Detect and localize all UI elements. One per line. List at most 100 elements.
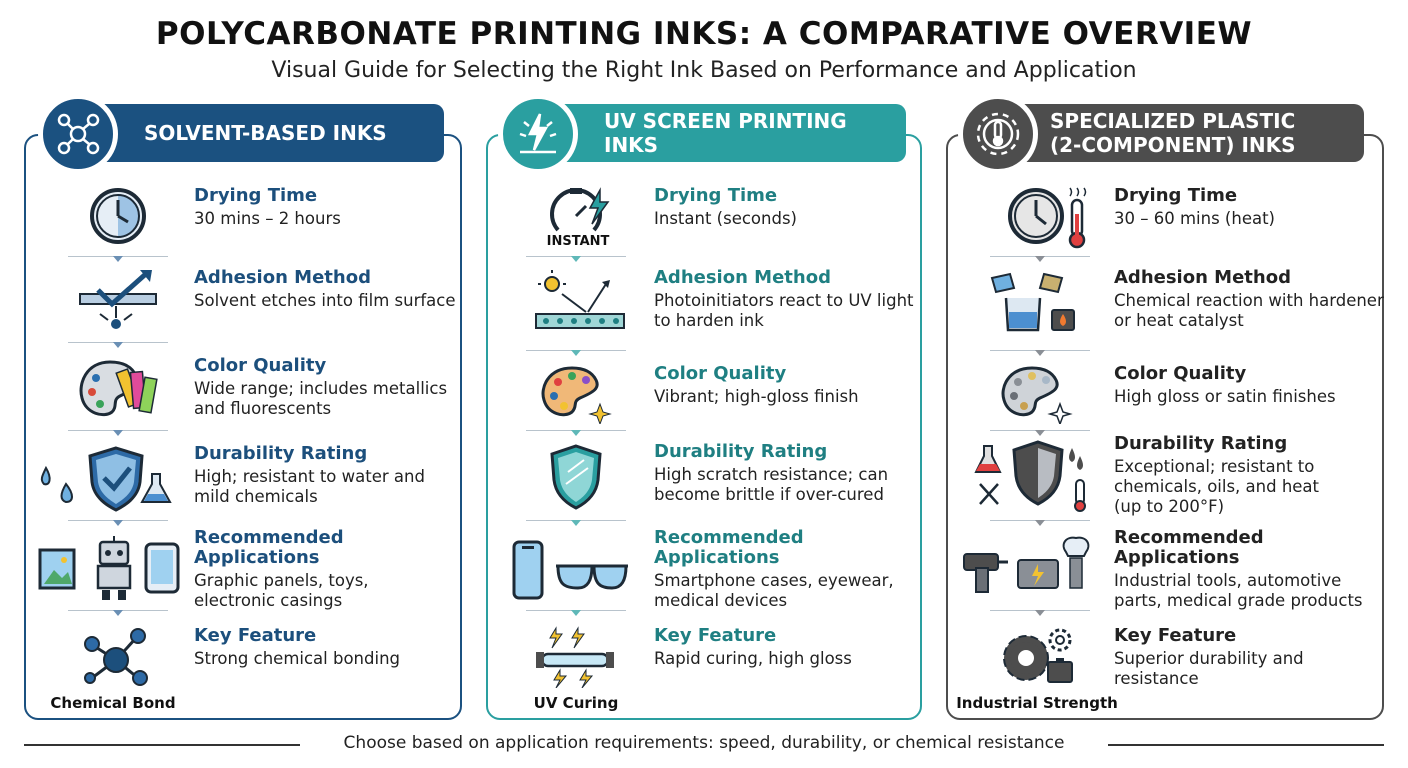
solvent-row-applications: Recommended Applications Graphic panels,… [28,528,458,610]
row-value: Industrial tools, automotive parts, medi… [1114,571,1363,610]
row-value: 30 – 60 mins (heat) [1114,209,1275,228]
row-label: Key Feature [654,625,777,646]
uv-row-durability: Durability Rating High scratch resistanc… [488,442,918,512]
page-subtitle: Visual Guide for Selecting the Right Ink… [271,58,1137,83]
divider-caret [571,520,581,526]
uv-row-adhesion: Adhesion Method Photoinitiators react to… [488,268,918,338]
row-label: Key Feature [194,625,317,646]
shield-chemical-icon [948,434,1098,514]
row-label: Color Quality [194,355,327,376]
divider-caret [1035,430,1045,436]
gears-toolbox-icon [948,626,1098,704]
clock-icon [28,186,178,264]
row-value: Instant (seconds) [654,209,797,228]
divider-caret [1035,256,1045,262]
row-label: Adhesion Method [654,267,831,288]
chemical-bond-icon [28,626,178,704]
row-label: Color Quality [1114,363,1247,384]
divider-caret [571,430,581,436]
palette-sparkle-icon [488,364,638,442]
row-label: Recommended Applications [1114,527,1264,568]
mixing-beakers-icon [948,268,1098,346]
uv-row-applications: Recommended Applications Smartphone case… [488,527,918,610]
shield-check-icon [28,444,178,522]
row-value: Strong chemical bonding [194,649,401,668]
row-value: Exceptional; resistant to chemicals, oil… [1114,457,1320,516]
uv-row-keyfeature: Key Feature Rapid curing, high gloss [488,626,918,696]
uv-header-title: UV SCREEN PRINTING INKS [604,109,847,157]
molecule-network-icon [38,94,118,174]
row-label: Recommended Applications [654,527,804,568]
gear-thermometer-icon [958,94,1038,174]
row-value: Wide range; includes metallics and fluor… [194,379,448,418]
palette-swatches-icon [28,356,178,434]
row-label: Drying Time [654,185,778,206]
row-label: Drying Time [1114,185,1238,206]
divider-caret [1035,610,1045,616]
specialized-row-durability: Durability Rating Exceptional; resistant… [948,434,1378,516]
specialized-header-line2: (2-COMPONENT) INKS [1050,133,1296,157]
divider-caret [113,520,123,526]
solvent-header-title: SOLVENT-BASED INKS [144,121,387,145]
phone-glasses-icon [488,528,638,606]
drill-engine-implant-icon [948,528,1098,606]
uv-lightning-icon [498,94,578,174]
specialized-row-adhesion: Adhesion Method Chemical reaction with h… [948,268,1384,338]
specialized-row-drying: Drying Time 30 – 60 mins (heat) [948,186,1378,256]
surface-etch-icon [28,268,178,346]
shield-icon [488,442,638,520]
row-value: 30 mins – 2 hours [194,209,341,228]
row-value: Superior durability and resistance [1114,649,1304,688]
solvent-row-color: Color Quality Wide range; includes metal… [28,356,458,426]
row-value: Rapid curing, high gloss [654,649,852,668]
row-value: Smartphone cases, eyewear, medical devic… [654,571,894,610]
row-label: Drying Time [194,185,318,206]
footer-rule-left [24,744,300,746]
specialized-key-caption: Industrial Strength [956,694,1118,712]
row-label: Durability Rating [194,443,368,464]
row-label: Durability Rating [1114,433,1288,454]
row-value: Solvent etches into film surface [194,291,456,310]
footer-rule-right [1108,744,1384,746]
row-value: Chemical reaction with hardener or heat … [1114,291,1384,330]
uv-row-color: Color Quality Vibrant; high-gloss finish [488,364,918,434]
uv-drying-caption: INSTANT [546,234,610,249]
divider-caret [113,342,123,348]
row-value: High scratch resistance; can become brit… [654,465,889,504]
uv-row-drying: Drying Time Instant (seconds) [488,186,918,256]
specialized-row-applications: Recommended Applications Industrial tool… [948,527,1378,610]
row-label: Durability Rating [654,441,828,462]
specialized-header-line1: SPECIALIZED PLASTIC [1050,109,1296,133]
solvent-row-drying: Drying Time 30 mins – 2 hours [28,186,458,256]
clock-thermometer-icon [948,186,1098,264]
divider-caret [571,350,581,356]
divider-caret [571,256,581,262]
divider-caret [571,610,581,616]
solvent-row-durability: Durability Rating High; resistant to wat… [28,444,458,514]
specialized-row-keyfeature: Key Feature Superior durability and resi… [948,626,1378,696]
uv-key-caption: UV Curing [533,694,619,712]
row-value: Vibrant; high-gloss finish [654,387,859,406]
row-label: Key Feature [1114,625,1237,646]
solvent-key-caption: Chemical Bond [50,694,176,712]
row-value: Graphic panels, toys, electronic casings [194,571,369,610]
divider-caret [113,430,123,436]
row-label: Color Quality [654,363,787,384]
solvent-row-keyfeature: Key Feature Strong chemical bonding [28,626,458,696]
row-label: Adhesion Method [1114,267,1291,288]
palette-metallic-icon [948,364,1098,442]
divider-caret [1035,350,1045,356]
uv-lamp-icon [488,626,638,704]
divider-caret [113,256,123,262]
uv-reaction-icon [488,268,638,346]
row-label: Adhesion Method [194,267,371,288]
page-title: POLYCARBONATE PRINTING INKS: A COMPARATI… [155,16,1253,52]
stopwatch-lightning-icon [488,186,638,264]
row-value: High; resistant to water and mild chemic… [194,467,425,506]
specialized-row-color: Color Quality High gloss or satin finish… [948,364,1378,434]
footer-note: Choose based on application requirements… [0,733,1408,753]
panel-robot-tablet-icon [28,528,180,606]
divider-caret [113,610,123,616]
row-value: Photoinitiators react to UV light to har… [654,291,914,330]
row-value: High gloss or satin finishes [1114,387,1336,406]
